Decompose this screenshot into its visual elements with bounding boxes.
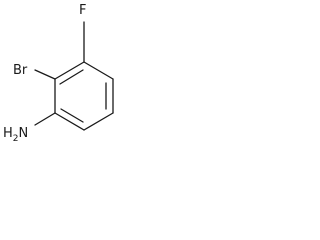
bromine-label: Br bbox=[13, 63, 28, 78]
ring-bond-c5-c6 bbox=[54, 112, 85, 131]
amine-hydrogen-count: 2 bbox=[13, 134, 19, 144]
amine-nitrogen-label: N bbox=[19, 126, 29, 141]
ring-double-bond-inner-3 bbox=[60, 108, 84, 123]
fluorine-label: F bbox=[79, 3, 86, 18]
bond-c-n bbox=[34, 112, 56, 126]
structure-diagram: F Br H2N bbox=[3, 3, 114, 144]
amine-label: H2N bbox=[3, 126, 28, 144]
bond-c-br bbox=[34, 69, 56, 80]
benzene-ring bbox=[54, 61, 114, 131]
ring-bond-c2-c3 bbox=[83, 61, 114, 80]
amine-hydrogen-label: H bbox=[3, 126, 13, 141]
ring-double-bond-inner-1 bbox=[59, 69, 84, 85]
ring-bond-c1-c2 bbox=[54, 61, 85, 80]
ring-bond-c4-c5 bbox=[83, 112, 114, 131]
